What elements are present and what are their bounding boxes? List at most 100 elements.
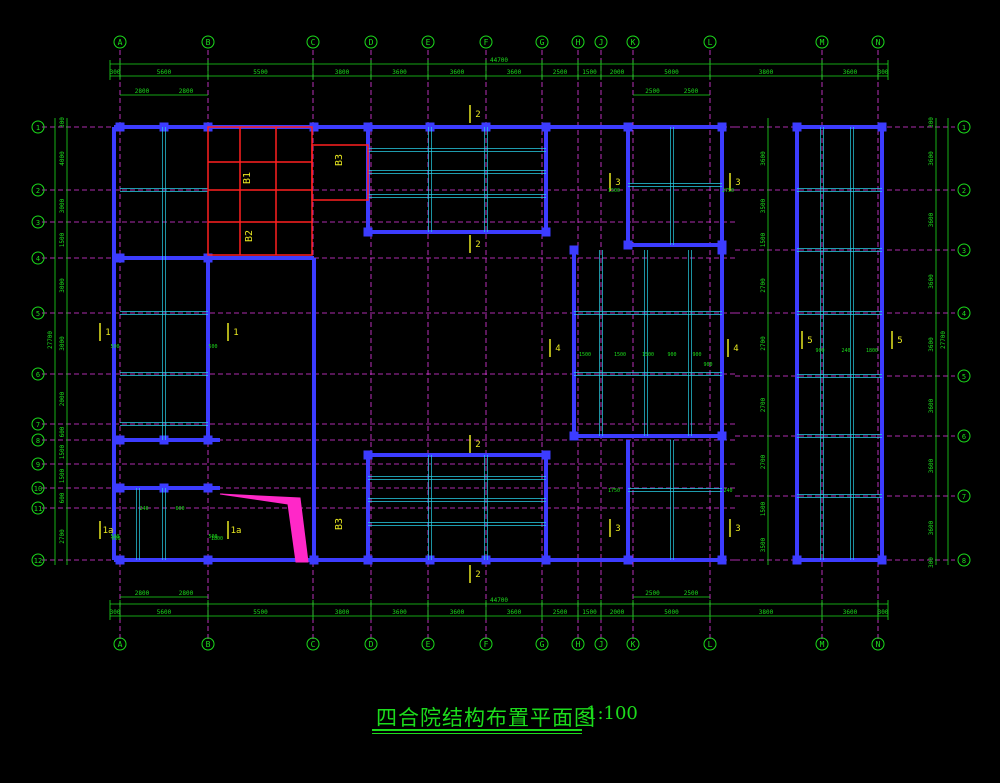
dimension-sub-text: 2500 [645,590,660,597]
axis-label-bottom: B [206,640,211,649]
dimension-sub-text: 2800 [179,590,194,597]
dimension-text-left: 3000 [59,198,66,213]
axis-label-left: 3 [36,219,40,227]
annotation-number: 900 [703,362,712,368]
column [792,122,802,132]
dimension-text-wing: 3500 [760,537,767,552]
axis-bubble-top [364,35,378,49]
dimension-total-right: 27700 [940,331,947,349]
column [363,122,373,132]
dimension-text: 300 [110,69,121,76]
beam-label-b3-top: B3 [334,154,345,166]
axis-bubble-bottom [815,637,829,651]
wall-layer [112,122,887,565]
axis-label-right: 4 [962,310,966,318]
axis-label-top: D [369,38,374,47]
dimension-text: 300 [878,609,889,616]
axis-bubble-left [31,306,45,320]
axis-label-bottom: J [599,640,604,649]
axis-label-left: 11 [34,505,42,513]
dimension-text: 5600 [157,609,172,616]
title-underline-thin [372,733,582,734]
column [203,555,213,565]
dimension-text-right: 3600 [928,274,935,289]
axis-bubble-bottom [571,637,585,651]
column [159,122,169,132]
axis-bubble-right [957,120,971,134]
dimension-text: 3600 [450,609,465,616]
axis-label-left: 10 [34,485,42,493]
annotation-number: 1800 [866,348,878,354]
dimension-sub-text: 2500 [684,590,699,597]
axis-label-left: 4 [36,255,40,263]
drawing-title: 四合院结构布置平面图 [376,706,596,730]
axis-label-right: 3 [962,247,966,255]
axis-label-left: 5 [36,310,40,318]
grid-layer [42,50,955,640]
column [623,240,633,250]
column [481,555,491,565]
dimension-text-right: 300 [928,117,935,128]
column [115,435,125,445]
axis-bubble-top [535,35,549,49]
dimension-text-left: 1500 [59,468,66,483]
beam-layer [120,127,882,560]
dimension-text: 2000 [610,609,625,616]
column [541,555,551,565]
axis-label-bottom: F [484,640,489,649]
dimension-text-wing: 1500 [760,232,767,247]
dimension-text-left: 1500 [59,444,66,459]
title-underline [372,729,582,731]
detail-layer [207,126,369,563]
dimension-text: 3800 [759,69,774,76]
section-mark-label: 3 [615,178,620,188]
dimension-text-wing: 2700 [760,397,767,412]
stair-hatch [219,493,309,563]
axis-bubble-bottom [626,637,640,651]
axis-label-right: 7 [962,493,966,501]
dimension-text: 3800 [759,609,774,616]
dimension-sub-text: 2500 [684,88,699,95]
axis-label-left: 2 [36,187,40,195]
column [877,122,887,132]
axis-bubble-bottom [113,637,127,651]
axis-bubble-bottom [201,637,215,651]
axis-label-top: L [708,38,713,47]
column [569,245,579,255]
dimension-text: 5500 [253,609,268,616]
section-mark-label: 1a [103,526,114,536]
dimension-text: 3600 [843,69,858,76]
dimension-text-wing: 2700 [760,454,767,469]
dimension-text: 2500 [553,69,568,76]
column [363,450,373,460]
axis-bubble-left [31,417,45,431]
beam-label-b1: B1 [242,172,253,184]
dimension-text: 300 [878,69,889,76]
axis-bubble-left [31,433,45,447]
section-mark-label: 2 [475,240,480,250]
annotation-number: 900 [692,352,701,358]
dimension-text: 3600 [507,609,522,616]
axis-bubble-left [31,481,45,495]
column [481,122,491,132]
axis-bubble-top [626,35,640,49]
axis-bubble-left [31,367,45,381]
column [309,555,319,565]
column [541,450,551,460]
dimension-text-left: 2700 [59,529,66,544]
annotation-number: 1750 [608,488,620,494]
axis-bubble-right [957,553,971,567]
annotation-number: 500 [208,344,217,350]
column [623,122,633,132]
dimension-text: 2000 [610,69,625,76]
column [877,555,887,565]
dimension-text-left: 600 [59,492,66,503]
column [425,122,435,132]
column [363,227,373,237]
dimension-text: 5600 [157,69,172,76]
axis-label-left: 9 [36,461,40,469]
axis-label-left: 6 [36,371,40,379]
axis-bubble-bottom [535,637,549,651]
